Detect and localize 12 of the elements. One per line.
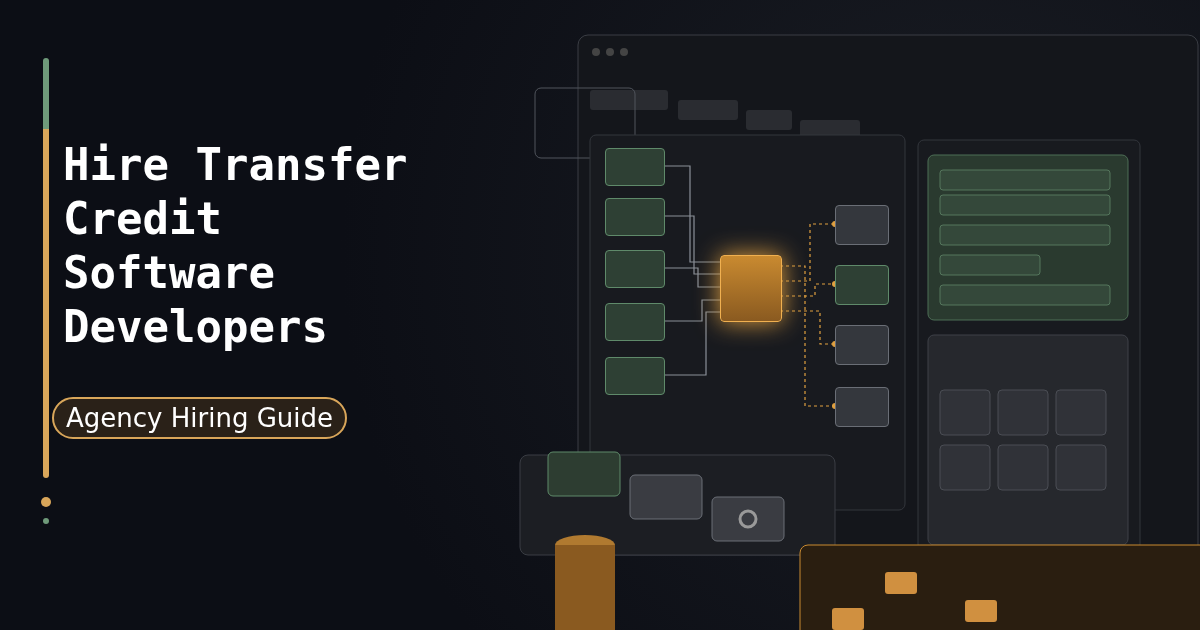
chip-box [720,255,782,322]
card-box [605,250,665,288]
card-box [605,198,665,236]
title: Hire Transfer Credit Software Developers [63,138,409,354]
subtitle-pill: Agency Hiring Guide [52,397,347,439]
card-box [835,205,889,245]
card-box [605,303,665,341]
card-box [835,387,889,427]
card-box [605,357,665,395]
card-box [835,265,889,305]
card-box [835,325,889,365]
card-box [605,148,665,186]
